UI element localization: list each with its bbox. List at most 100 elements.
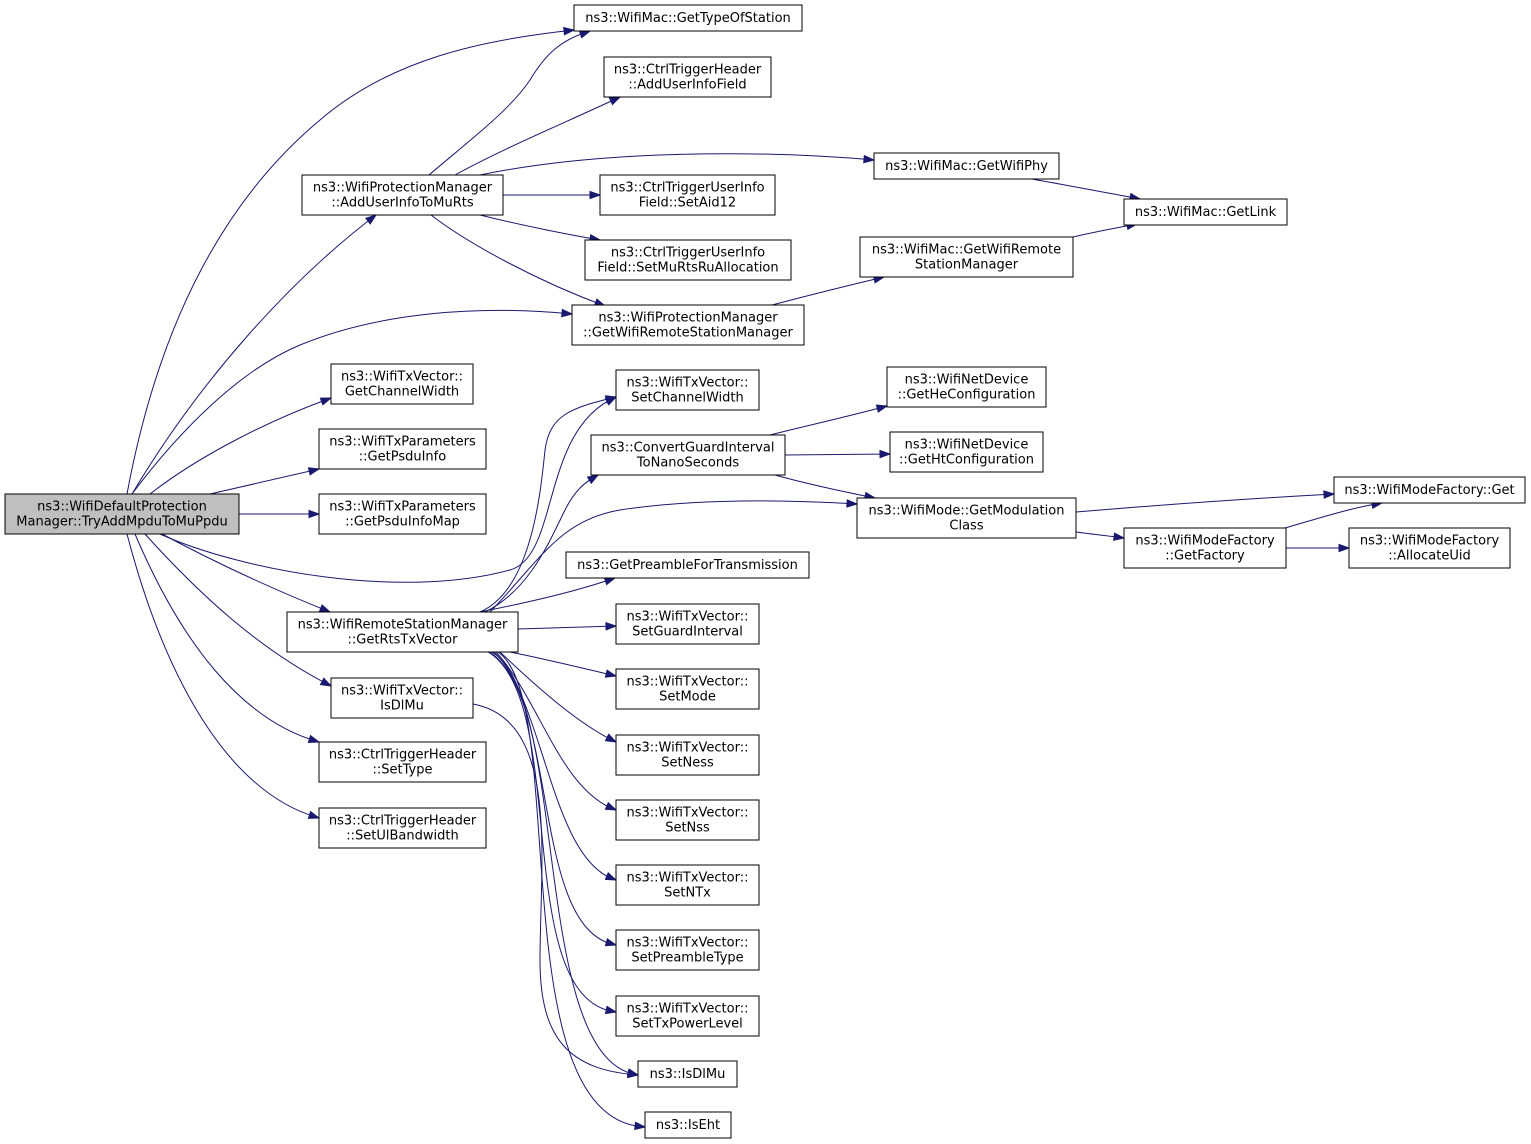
node-prot-get-wifi-remote-station-manager[interactable]: ns3::WifiProtectionManager::GetWifiRemot… — [571, 304, 805, 346]
node-mac-get-wifi-remote-station-manager[interactable]: ns3::WifiMac::GetWifiRemoteStationManage… — [859, 236, 1074, 278]
node-get-type-of-station[interactable]: ns3::WifiMac::GetTypeOfStation — [573, 4, 803, 32]
node-tx-is-dl-mu[interactable]: ns3::WifiTxVector::IsDlMu — [330, 677, 474, 719]
node-label-line: ns3::WifiTxVector:: — [341, 684, 463, 699]
node-set-mode[interactable]: ns3::WifiTxVector::SetMode — [615, 668, 760, 710]
node-label-line: ns3::ConvertGuardInterval — [602, 441, 775, 456]
node-box — [318, 741, 487, 783]
node-label-line: ns3::CtrlTriggerHeader — [614, 63, 762, 78]
edge-add-user-info-to-mu-rts-to-set-mu-rts-ru-allocation — [479, 214, 602, 243]
node-label-line: SetNTx — [664, 886, 711, 901]
node-set-type[interactable]: ns3::CtrlTriggerHeader::SetType — [318, 741, 487, 783]
node-is-dl-mu[interactable]: ns3::IsDlMu — [637, 1060, 738, 1088]
node-get-rts-tx-vector[interactable]: ns3::WifiRemoteStationManager::GetRtsTxV… — [286, 611, 519, 653]
node-get-factory[interactable]: ns3::WifiModeFactory::GetFactory — [1123, 527, 1287, 569]
edge-line — [126, 29, 575, 495]
node-box — [615, 734, 760, 776]
edge-convert-guard-interval-to-get-modulation-class — [774, 474, 877, 501]
edge-arrowhead — [1338, 543, 1351, 553]
edge-arrowhead — [578, 30, 592, 39]
node-add-user-info-field[interactable]: ns3::CtrlTriggerHeader::AddUserInfoField — [603, 56, 772, 98]
node-label-line: ::AllocateUid — [1388, 549, 1470, 564]
node-label-line: ns3::WifiProtectionManager — [313, 181, 493, 196]
node-set-channel-width[interactable]: ns3::WifiTxVector::SetChannelWidth — [615, 369, 760, 411]
edge-line — [493, 651, 617, 881]
edge-add-user-info-to-mu-rts-to-add-user-info-field — [454, 96, 622, 176]
node-label-line: ::GetHeConfiguration — [898, 388, 1036, 403]
edge-arrowhead — [879, 449, 892, 459]
node-label-line: SetMode — [659, 690, 716, 705]
node-label-line: ns3::GetPreambleForTransmission — [577, 558, 798, 573]
node-box — [301, 174, 504, 216]
edge-get-rts-tx-vector-to-set-tx-power-level — [487, 651, 618, 1015]
node-label-line: ns3::WifiTxVector:: — [626, 806, 748, 821]
edge-arrowhead — [563, 26, 576, 36]
node-set-preamble-type[interactable]: ns3::WifiTxVector::SetPreambleType — [615, 929, 760, 971]
edge-arrowhead — [586, 474, 600, 485]
edge-arrowhead — [604, 871, 618, 881]
node-box — [615, 668, 760, 710]
edge-line — [428, 30, 591, 176]
edge-line — [499, 651, 617, 743]
node-label-line: ns3::WifiTxVector:: — [626, 741, 748, 756]
node-get-ht-configuration[interactable]: ns3::WifiNetDevice::GetHtConfiguration — [889, 431, 1044, 473]
node-box — [615, 603, 760, 645]
node-box — [644, 1111, 732, 1139]
node-set-ul-bandwidth[interactable]: ns3::CtrlTriggerHeader::SetUlBandwidth — [318, 807, 487, 849]
node-box — [590, 434, 786, 476]
node-get-wifi-phy[interactable]: ns3::WifiMac::GetWifiPhy — [873, 152, 1060, 180]
node-get-channel-width[interactable]: ns3::WifiTxVector::GetChannelWidth — [330, 363, 474, 405]
node-box — [1333, 476, 1526, 504]
edge-arrowhead — [604, 937, 618, 947]
node-get-psdu-info-map[interactable]: ns3::WifiTxParameters::GetPsduInfoMap — [318, 493, 487, 535]
edge-line — [771, 276, 885, 306]
node-get-he-configuration[interactable]: ns3::WifiNetDevice::GetHeConfiguration — [886, 366, 1047, 408]
edge-line — [769, 405, 888, 436]
node-allocate-uid[interactable]: ns3::WifiModeFactory::AllocateUid — [1348, 527, 1511, 569]
node-label-line: ns3::WifiDefaultProtection — [37, 500, 207, 515]
node-label-line: ns3::WifiProtectionManager — [598, 311, 778, 326]
node-label-line: ns3::WifiTxVector:: — [626, 376, 748, 391]
edge-line — [479, 214, 601, 241]
edge-arrowhead — [589, 190, 602, 200]
edge-line — [126, 533, 320, 819]
node-label-line: ns3::WifiTxVector:: — [626, 1002, 748, 1017]
node-label-line: ns3::WifiTxVector:: — [626, 936, 748, 951]
node-get-link[interactable]: ns3::WifiMac::GetLink — [1123, 198, 1288, 226]
node-set-mu-rts-ru-allocation[interactable]: ns3::CtrlTriggerUserInfoField::SetMuRtsR… — [584, 239, 792, 281]
node-label-line: GetChannelWidth — [345, 385, 459, 400]
node-label-line: ns3::CtrlTriggerHeader — [329, 814, 477, 829]
edge-get-rts-tx-vector-to-is-eht — [497, 651, 647, 1131]
edge-tx-is-dl-mu-to-is-dl-mu — [472, 703, 640, 1079]
edge-arrowhead — [603, 577, 617, 586]
edge-get-rts-tx-vector-to-get-preamble-for-transmission — [479, 577, 617, 613]
node-label-line: ns3::IsEht — [656, 1118, 720, 1133]
node-box — [599, 174, 776, 216]
edge-convert-guard-interval-to-get-ht-configuration — [784, 449, 892, 459]
node-box — [886, 366, 1047, 408]
node-label-line: ::GetPsduInfoMap — [345, 515, 460, 530]
node-set-tx-power-level[interactable]: ns3::WifiTxVector::SetTxPowerLevel — [615, 995, 760, 1037]
node-set-ness[interactable]: ns3::WifiTxVector::SetNess — [615, 734, 760, 776]
node-set-nss[interactable]: ns3::WifiTxVector::SetNss — [615, 799, 760, 841]
node-get-psdu-info[interactable]: ns3::WifiTxParameters::GetPsduInfo — [318, 428, 487, 470]
node-get-preamble-for-transmission[interactable]: ns3::GetPreambleForTransmission — [565, 551, 810, 579]
node-label-line: SetNss — [665, 821, 710, 836]
node-label-line: Class — [949, 519, 983, 534]
edge-arrowhead — [307, 810, 321, 819]
node-set-ntx[interactable]: ns3::WifiTxVector::SetNTx — [615, 864, 760, 906]
node-box — [1123, 527, 1287, 569]
node-label-line: ::GetFactory — [1165, 549, 1245, 564]
node-add-user-info-to-mu-rts[interactable]: ns3::WifiProtectionManager::AddUserInfoT… — [301, 174, 504, 216]
node-is-eht[interactable]: ns3::IsEht — [644, 1111, 732, 1139]
node-mode-factory-get[interactable]: ns3::WifiModeFactory::Get — [1333, 476, 1526, 504]
edge-line — [1284, 502, 1383, 529]
node-label-line: ns3::CtrlTriggerHeader — [329, 748, 477, 763]
node-box — [571, 304, 805, 346]
node-set-guard-interval[interactable]: ns3::WifiTxVector::SetGuardInterval — [615, 603, 760, 645]
edge-arrowhead — [604, 1005, 618, 1015]
node-root[interactable]: ns3::WifiDefaultProtectionManager::TryAd… — [4, 493, 240, 535]
